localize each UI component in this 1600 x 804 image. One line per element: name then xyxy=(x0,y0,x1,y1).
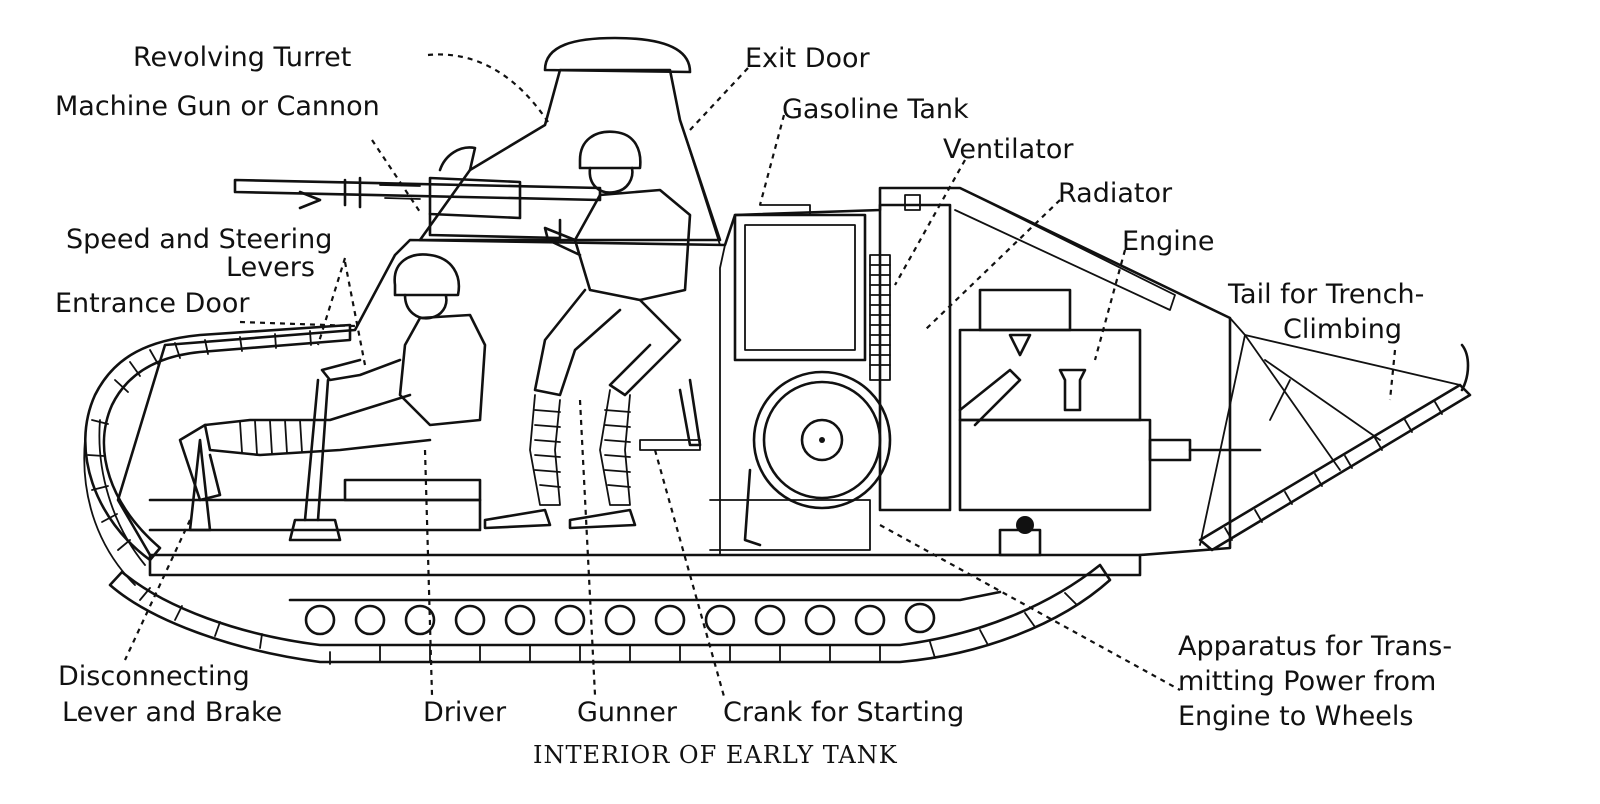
label-machine-gun: Machine Gun or Cannon xyxy=(55,91,380,122)
label-speed-steering-line1: Speed and Steering xyxy=(66,224,332,255)
flywheel xyxy=(678,370,892,547)
label-gasoline-tank: Gasoline Tank xyxy=(782,94,969,125)
label-tail-line2: Climbing xyxy=(1283,314,1402,345)
label-entrance-door: Entrance Door xyxy=(55,288,250,319)
label-apparatus-line2: mitting Power from xyxy=(1178,666,1436,697)
driver-figure xyxy=(178,253,487,502)
label-ventilator: Ventilator xyxy=(943,134,1074,165)
radiator xyxy=(869,194,952,512)
figure-caption: INTERIOR OF EARLY TANK xyxy=(533,741,898,769)
turret xyxy=(418,36,722,246)
label-apparatus-line3: Engine to Wheels xyxy=(1178,701,1413,732)
label-crank: Crank for Starting xyxy=(723,697,964,728)
leader-lines xyxy=(124,53,1397,701)
gunner-figure xyxy=(483,130,692,530)
label-disconnecting-line2: Lever and Brake xyxy=(62,697,282,728)
label-revolving-turret: Revolving Turret xyxy=(133,42,351,73)
label-apparatus-line1: Apparatus for Trans- xyxy=(1178,631,1452,662)
label-gunner: Gunner xyxy=(577,697,678,728)
label-disconnecting-line1: Disconnecting xyxy=(58,661,250,692)
gasoline-tank xyxy=(733,204,867,362)
label-tail-line1: Tail for Trench- xyxy=(1227,279,1424,310)
engine xyxy=(958,288,1262,557)
label-engine: Engine xyxy=(1122,226,1215,257)
floor xyxy=(148,439,871,551)
machine-gun xyxy=(233,176,602,240)
label-exit-door: Exit Door xyxy=(745,43,871,74)
road-wheels xyxy=(288,590,1002,636)
label-driver: Driver xyxy=(423,697,507,728)
hull xyxy=(116,186,1461,577)
labels: Revolving Turret Machine Gun or Cannon S… xyxy=(55,42,1452,769)
label-speed-steering-line2: Levers xyxy=(226,252,315,283)
label-radiator: Radiator xyxy=(1058,178,1173,209)
track xyxy=(83,323,1472,665)
